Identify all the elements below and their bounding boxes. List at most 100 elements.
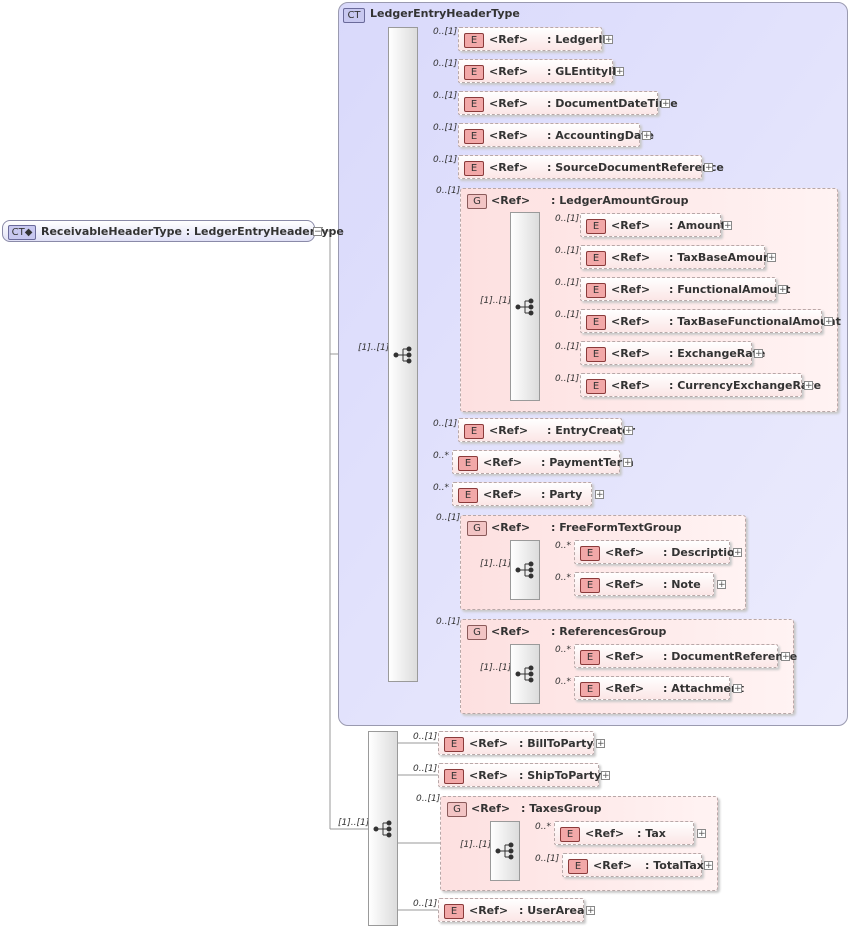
note-element[interactable]: E <Ref> : Note: [574, 572, 714, 596]
ref-label: <Ref>: [605, 578, 645, 591]
element-badge: E: [458, 456, 478, 471]
documentreference-element[interactable]: E <Ref> : DocumentReference: [574, 644, 797, 668]
ref-label: <Ref>: [611, 347, 651, 360]
ref-label: <Ref>: [489, 129, 529, 142]
element-name: : LedgerID: [547, 33, 612, 46]
element-cardinality: 0..[1]: [413, 764, 438, 774]
group-cardinality: 0..[1]: [436, 513, 461, 523]
element-badge: E: [580, 578, 600, 593]
entrycreator-element[interactable]: E <Ref> : EntryCreator: [458, 418, 635, 442]
ref-label: <Ref>: [611, 315, 651, 328]
taxbaseamount-element[interactable]: E <Ref> : TaxBaseAmount: [580, 245, 776, 269]
expand-toggle[interactable]: +: [804, 381, 813, 391]
ref-label: <Ref>: [611, 251, 651, 264]
element-badge: E: [580, 682, 600, 697]
element-badge: E: [586, 379, 606, 394]
expand-toggle[interactable]: +: [778, 285, 787, 295]
expand-toggle[interactable]: +: [595, 490, 604, 500]
glentityid-element[interactable]: E <Ref> : GLEntityID: [458, 59, 621, 83]
functionalamount-element[interactable]: E <Ref> : FunctionalAmount: [580, 277, 790, 301]
freeform-sequence-compositor[interactable]: [510, 540, 540, 600]
expand-toggle[interactable]: +: [661, 99, 670, 109]
expand-toggle[interactable]: +: [717, 580, 726, 590]
paymentterm-element[interactable]: E <Ref> : PaymentTerm: [452, 450, 634, 474]
sequence-cardinality: [1]..[1]: [358, 343, 390, 353]
currencyexchangerate-element[interactable]: E <Ref> : CurrencyExchangeRate: [580, 373, 821, 397]
element-name: : Amount: [669, 219, 726, 232]
shiptoparty-element[interactable]: E <Ref> : ShipToParty: [438, 763, 601, 787]
element-badge: E: [568, 859, 588, 874]
amount-element[interactable]: E <Ref> : Amount: [580, 213, 726, 237]
element-name: : GLEntityID: [547, 65, 622, 78]
expand-toggle[interactable]: +: [723, 221, 732, 231]
group-cardinality: 0..[1]: [416, 794, 441, 804]
group-name: : ReferencesGroup: [551, 625, 667, 638]
taxbasefunctionalamount-element[interactable]: E <Ref> : TaxBaseFunctionalAmount: [580, 309, 841, 333]
root-type-node[interactable]: CT◆ ReceivableHeaderType : LedgerEntryHe…: [2, 220, 344, 242]
references-sequence-compositor[interactable]: [510, 644, 540, 704]
expand-toggle[interactable]: +: [624, 426, 633, 436]
totaltax-element[interactable]: E <Ref> : TotalTax: [562, 853, 704, 877]
expand-toggle[interactable]: +: [781, 652, 790, 662]
tax-element[interactable]: E <Ref> : Tax: [554, 821, 694, 845]
ref-label: <Ref>: [469, 769, 509, 782]
element-badge: E: [458, 488, 478, 503]
element-cardinality: 0..[1]: [535, 854, 560, 864]
ref-label: <Ref>: [489, 424, 529, 437]
element-cardinality: 0..*: [555, 541, 571, 551]
expand-toggle[interactable]: +: [733, 548, 742, 558]
documentdatetime-element[interactable]: E <Ref> : DocumentDateTime: [458, 91, 678, 115]
element-badge: E: [586, 283, 606, 298]
expand-toggle[interactable]: +: [733, 684, 742, 694]
element-badge: E: [580, 650, 600, 665]
exchangerate-element[interactable]: E <Ref> : ExchangeRate: [580, 341, 765, 365]
ref-label: <Ref>: [489, 33, 529, 46]
extension-sequence-compositor[interactable]: [368, 731, 398, 926]
ledger-sequence-compositor[interactable]: [388, 27, 418, 682]
element-name: : TaxBaseAmount: [669, 251, 777, 264]
taxes-sequence-compositor[interactable]: [490, 821, 520, 881]
sequence-icon: [495, 842, 514, 860]
attachment-element[interactable]: E <Ref> : Attachment: [574, 676, 744, 700]
root-type-label: ReceivableHeaderType : LedgerEntryHeader…: [41, 225, 344, 238]
ref-label: <Ref>: [611, 219, 651, 232]
expand-toggle[interactable]: +: [767, 253, 776, 263]
expand-toggle[interactable]: +: [615, 67, 624, 77]
element-cardinality: 0..[1]: [433, 123, 458, 133]
element-name: : ExchangeRate: [669, 347, 766, 360]
ledgerid-element[interactable]: E <Ref> : LedgerID: [458, 27, 612, 51]
accountingdate-element[interactable]: E <Ref> : AccountingDate: [458, 123, 654, 147]
expand-toggle[interactable]: +: [697, 829, 706, 839]
expand-toggle[interactable]: +: [642, 131, 651, 141]
element-name: : Party: [541, 488, 583, 501]
expand-toggle[interactable]: +: [754, 349, 763, 359]
ref-label: <Ref>: [491, 625, 531, 638]
element-badge: E: [464, 65, 484, 80]
amount-sequence-compositor[interactable]: [510, 212, 540, 401]
element-badge: E: [444, 737, 464, 752]
userarea-element[interactable]: E <Ref> : UserArea: [438, 898, 584, 922]
group-badge: G: [467, 194, 487, 209]
element-name: : Attachment: [663, 682, 745, 695]
expand-toggle[interactable]: +: [586, 906, 595, 916]
ref-label: <Ref>: [489, 161, 529, 174]
sequence-cardinality: [1]..[1]: [480, 296, 512, 306]
collapse-toggle[interactable]: −: [313, 227, 322, 237]
expand-toggle[interactable]: +: [704, 163, 713, 173]
element-name: : SourceDocumentReference: [547, 161, 724, 174]
expand-toggle[interactable]: +: [601, 771, 610, 781]
element-name: : Tax: [637, 827, 666, 840]
expand-toggle[interactable]: +: [604, 35, 613, 45]
element-cardinality: 0..[1]: [555, 246, 580, 256]
expand-toggle[interactable]: +: [596, 739, 605, 749]
expand-toggle[interactable]: +: [824, 317, 833, 327]
sourcedocumentreference-element[interactable]: E <Ref> : SourceDocumentReference: [458, 155, 724, 179]
expand-toggle[interactable]: +: [704, 861, 713, 871]
description-element[interactable]: E <Ref> : Description: [574, 540, 742, 564]
party-element[interactable]: E <Ref> : Party: [452, 482, 592, 506]
ref-label: <Ref>: [489, 97, 529, 110]
billtoparty-element[interactable]: E <Ref> : BillToParty: [438, 731, 594, 755]
ref-label: <Ref>: [593, 859, 633, 872]
expand-toggle[interactable]: +: [623, 458, 632, 468]
element-name: : CurrencyExchangeRate: [669, 379, 822, 392]
